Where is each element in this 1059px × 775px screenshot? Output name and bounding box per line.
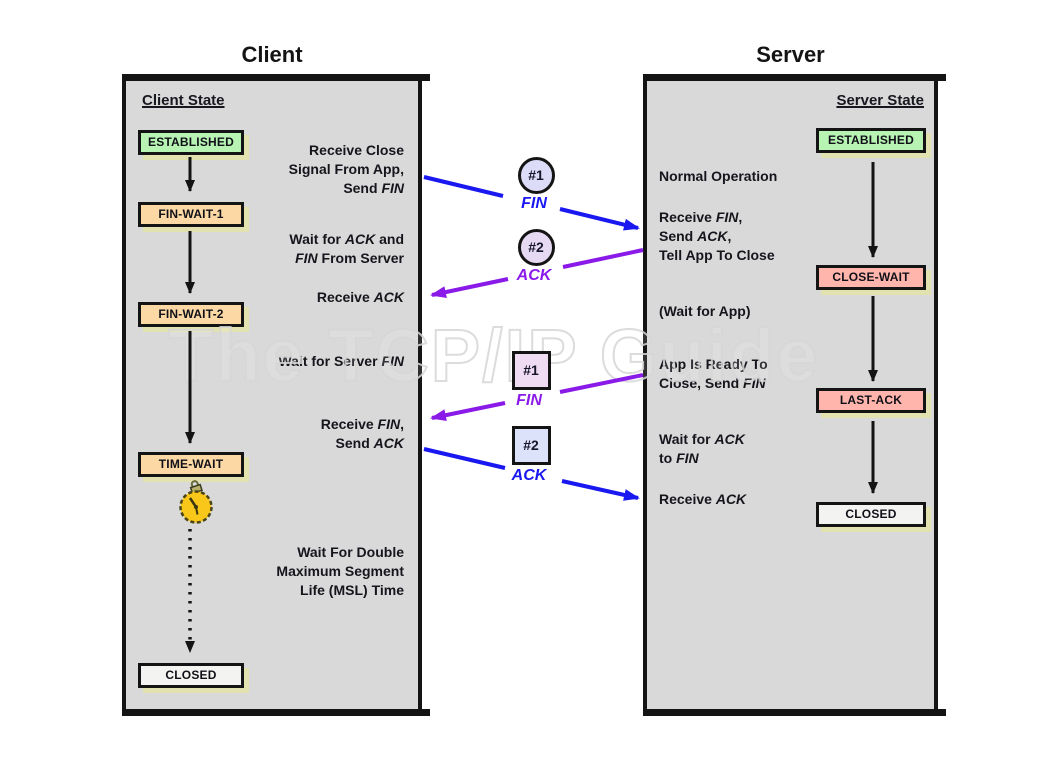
server-annotation: Receive FIN,Send ACK,Tell App To Close <box>659 209 775 263</box>
server-annotation: (Wait for App) <box>659 303 751 319</box>
server-state-last-ack: LAST-ACK <box>816 388 926 413</box>
client-state-header: Client State <box>142 92 225 109</box>
client-column-title: Client <box>241 42 303 67</box>
message-badge-3: #1 <box>511 350 551 390</box>
server-state-established: ESTABLISHED <box>816 128 926 153</box>
server-column-title: Server <box>756 42 825 67</box>
client-state-fin-wait-2: FIN-WAIT-2 <box>138 302 244 327</box>
fin1-arrow-seg1 <box>423 175 504 198</box>
client-state-fin-wait-1: FIN-WAIT-1 <box>138 202 244 227</box>
fin2-arrow-seg2 <box>430 401 506 422</box>
ack1-arrow-seg1 <box>562 248 644 269</box>
timer-clock-icon <box>179 480 213 524</box>
client-annotation: Wait for Server FIN <box>278 353 404 369</box>
server-state-close-wait: CLOSE-WAIT <box>816 265 926 290</box>
fin1-arrow-seg2 <box>559 207 640 231</box>
server-state-closed: CLOSED <box>816 502 926 527</box>
message-badge-4: #2 <box>511 425 551 465</box>
message-label-ack-4: ACK <box>511 467 547 484</box>
client-state-established: ESTABLISHED <box>138 130 244 155</box>
message-label-ack-2: ACK <box>516 267 552 284</box>
server-annotation: Normal Operation <box>659 168 778 184</box>
client-annotation: Receive ACK <box>316 289 404 305</box>
message-badge-2: #2 <box>517 228 555 266</box>
server-state-header: Server State <box>836 92 924 109</box>
fin2-arrow-seg1 <box>559 373 644 394</box>
message-label-fin-3: FIN <box>516 392 542 409</box>
client-state-time-wait: TIME-WAIT <box>138 452 244 477</box>
client-annotation: Receive FIN,Send ACK <box>320 416 404 451</box>
client-state-closed: CLOSED <box>138 663 244 688</box>
ack1-arrow-seg2 <box>430 277 509 298</box>
ack2-arrow-seg1 <box>423 447 506 470</box>
server-panel: Server State ESTABLISHED CLOSE-WAIT LAST-A… <box>643 74 946 716</box>
server-annotation: Receive ACK <box>659 491 747 507</box>
message-badge-1: #1 <box>517 156 555 194</box>
ack2-arrow-seg2 <box>561 479 640 501</box>
message-label-fin-1: FIN <box>521 195 547 212</box>
